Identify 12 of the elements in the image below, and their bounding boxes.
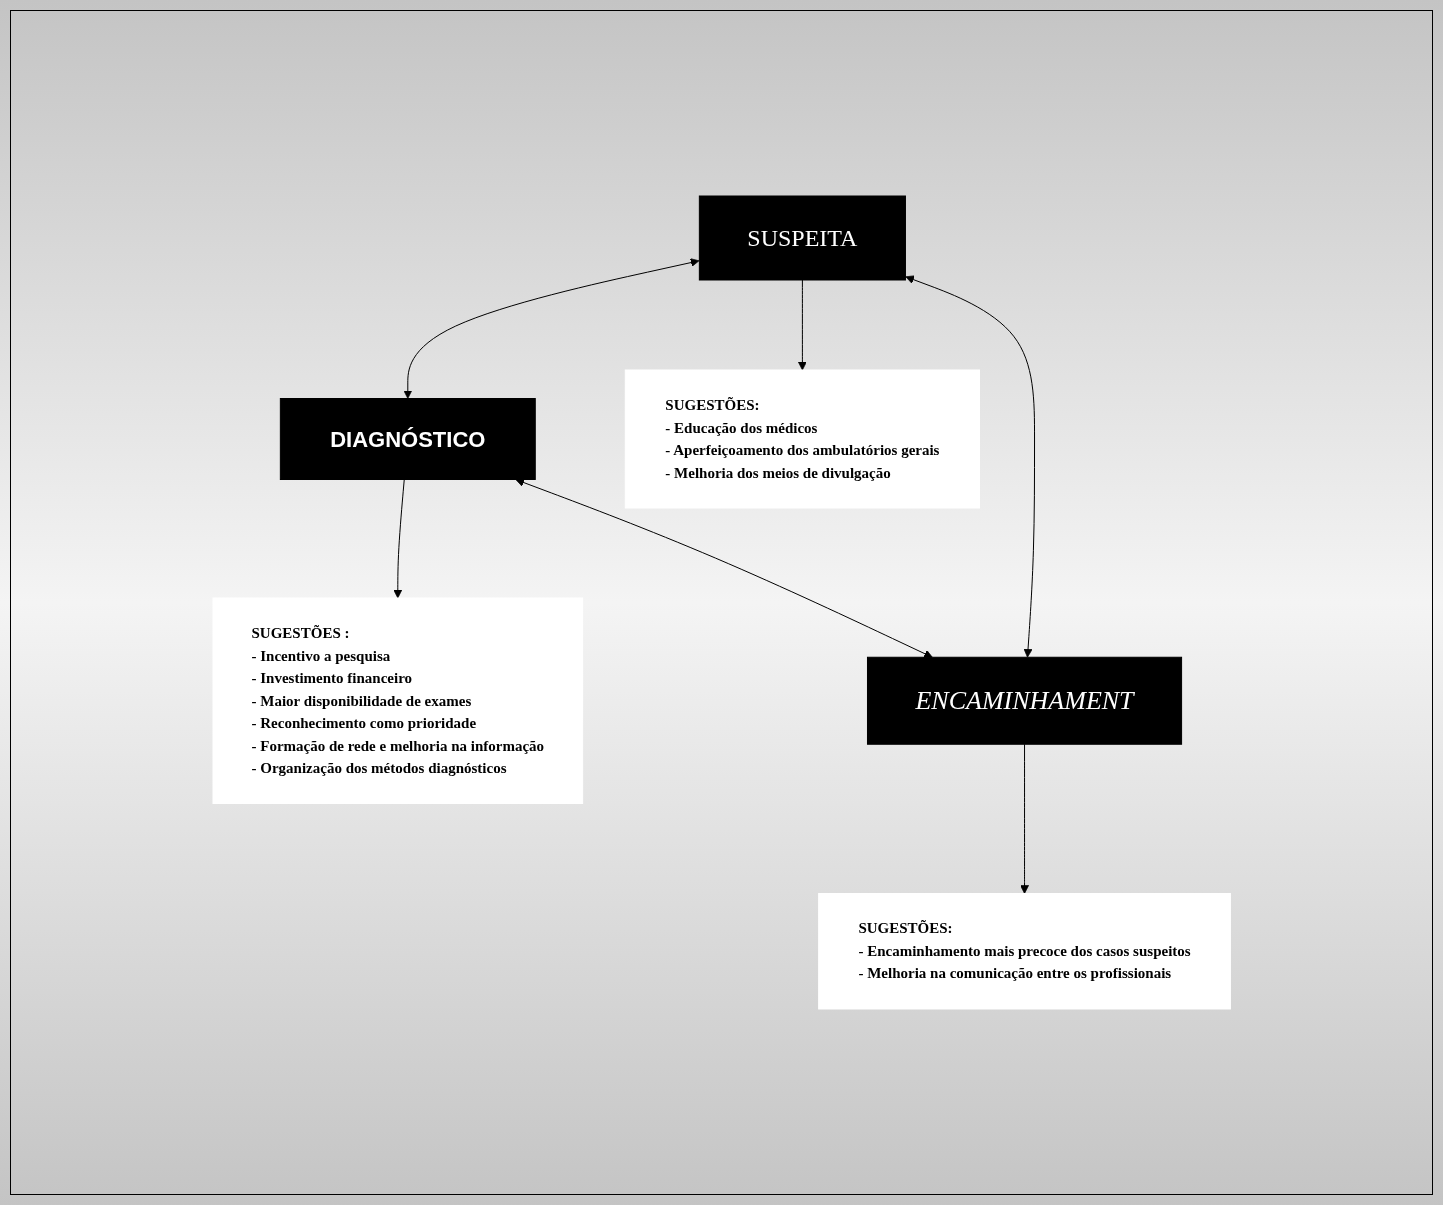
node-box: SUSPEITA xyxy=(698,195,906,281)
arrow xyxy=(1019,743,1029,894)
arrow xyxy=(403,258,700,399)
node-box: SUGESTÕES : - Incentivo a pesquisa - Investimento financeiro - Maior disponibilidade de exames - Reconhecimento como prioridade - Formação de rede e melhoria na informação - Organização dos métodos diagnósticos xyxy=(212,597,583,804)
node-box: DIAGNÓSTICO xyxy=(279,398,536,480)
arrow xyxy=(515,478,933,658)
node-box: ENCAMINHAMENT xyxy=(866,656,1182,745)
arrow xyxy=(905,275,1035,658)
node-box: SUGESTÕES: - Educação dos médicos - Aperfeiçoamento dos ambulatórios gerais - Melhoria dos meios de divulgação xyxy=(624,369,980,509)
arrow xyxy=(393,479,405,599)
node-box: SUGESTÕES: - Encaminhamento mais precoce dos casos suspeitos - Melhoria na comunicação entre os profissionais xyxy=(817,893,1231,1010)
arrow xyxy=(797,279,807,371)
